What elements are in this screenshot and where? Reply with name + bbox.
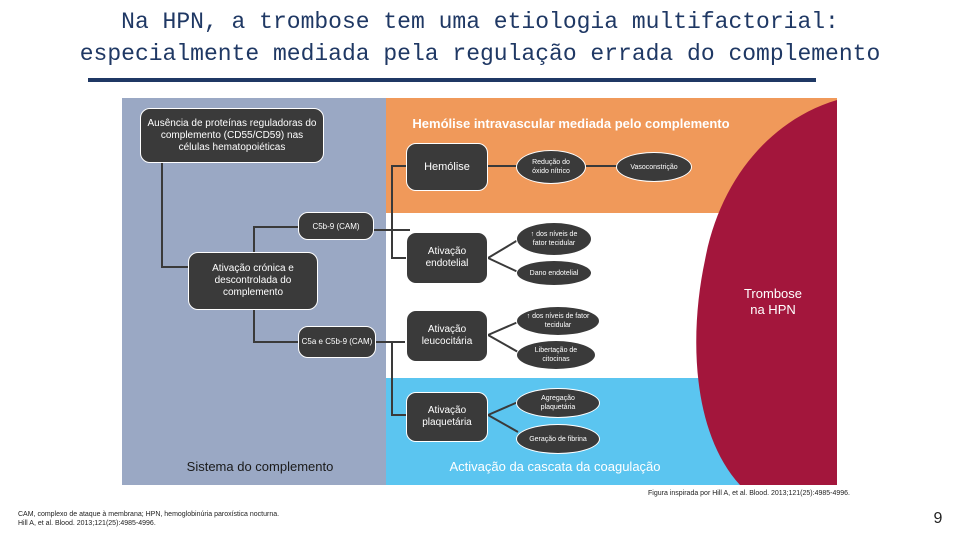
platelet-aggregation-oval: Agregação plaquetária (516, 388, 600, 418)
absence-regulatory-proteins-box: Ausência de proteínas reguladoras do com… (140, 108, 324, 163)
endothelial-activation-box: Ativação endotelial (406, 232, 488, 284)
platelet-activation-box: Ativação plaquetária (406, 392, 488, 442)
page-title-line2: especialmente mediada pela regulação err… (79, 41, 881, 67)
cytokine-release-oval: Libertação de citocinas (516, 340, 596, 370)
tissue-factor-oval-2: ↑ dos níveis de fator tecidular (516, 306, 600, 336)
no-reduction-oval: Redução do óxido nítrico (516, 150, 586, 184)
footnote-reference: Hill A, et al. Blood. 2013;121(25):4985-… (18, 520, 156, 527)
figure-credit: Figura inspirada por Hill A, et al. Bloo… (648, 490, 850, 497)
c5a-c5b9-label: C5a e C5b-9 (CAM) (298, 326, 376, 358)
coagulation-cascade-label: Activação da cascata da coagulação (449, 459, 661, 474)
chronic-activation-box: Ativação crónica e descontrolada do comp… (188, 252, 318, 310)
page-number: 9 (933, 510, 943, 527)
fibrin-generation-oval: Geração de fibrina (516, 424, 600, 454)
tissue-factor-oval-1: ↑ dos níveis de fator tecidular (516, 222, 592, 256)
leukocyte-activation-box: Ativação leucocitária (406, 310, 488, 362)
thrombosis-label: Trombose na HPN (743, 286, 803, 317)
footnote-abbreviations: CAM, complexo de ataque à membrana; HPN,… (18, 511, 280, 518)
page-title-line1: Na HPN, a trombose tem uma etiologia mul… (121, 9, 839, 35)
endothelial-damage-oval: Dano endotelial (516, 260, 592, 286)
complement-system-label: Sistema do complemento (186, 459, 334, 474)
hemolysis-header: Hemólise intravascular mediada pelo comp… (412, 116, 730, 131)
vasoconstriction-oval: Vasoconstrição (616, 152, 692, 182)
c5b9-label: C5b-9 (CAM) (298, 212, 374, 240)
hemolysis-box: Hemólise (406, 143, 488, 191)
title-underline (88, 78, 816, 82)
